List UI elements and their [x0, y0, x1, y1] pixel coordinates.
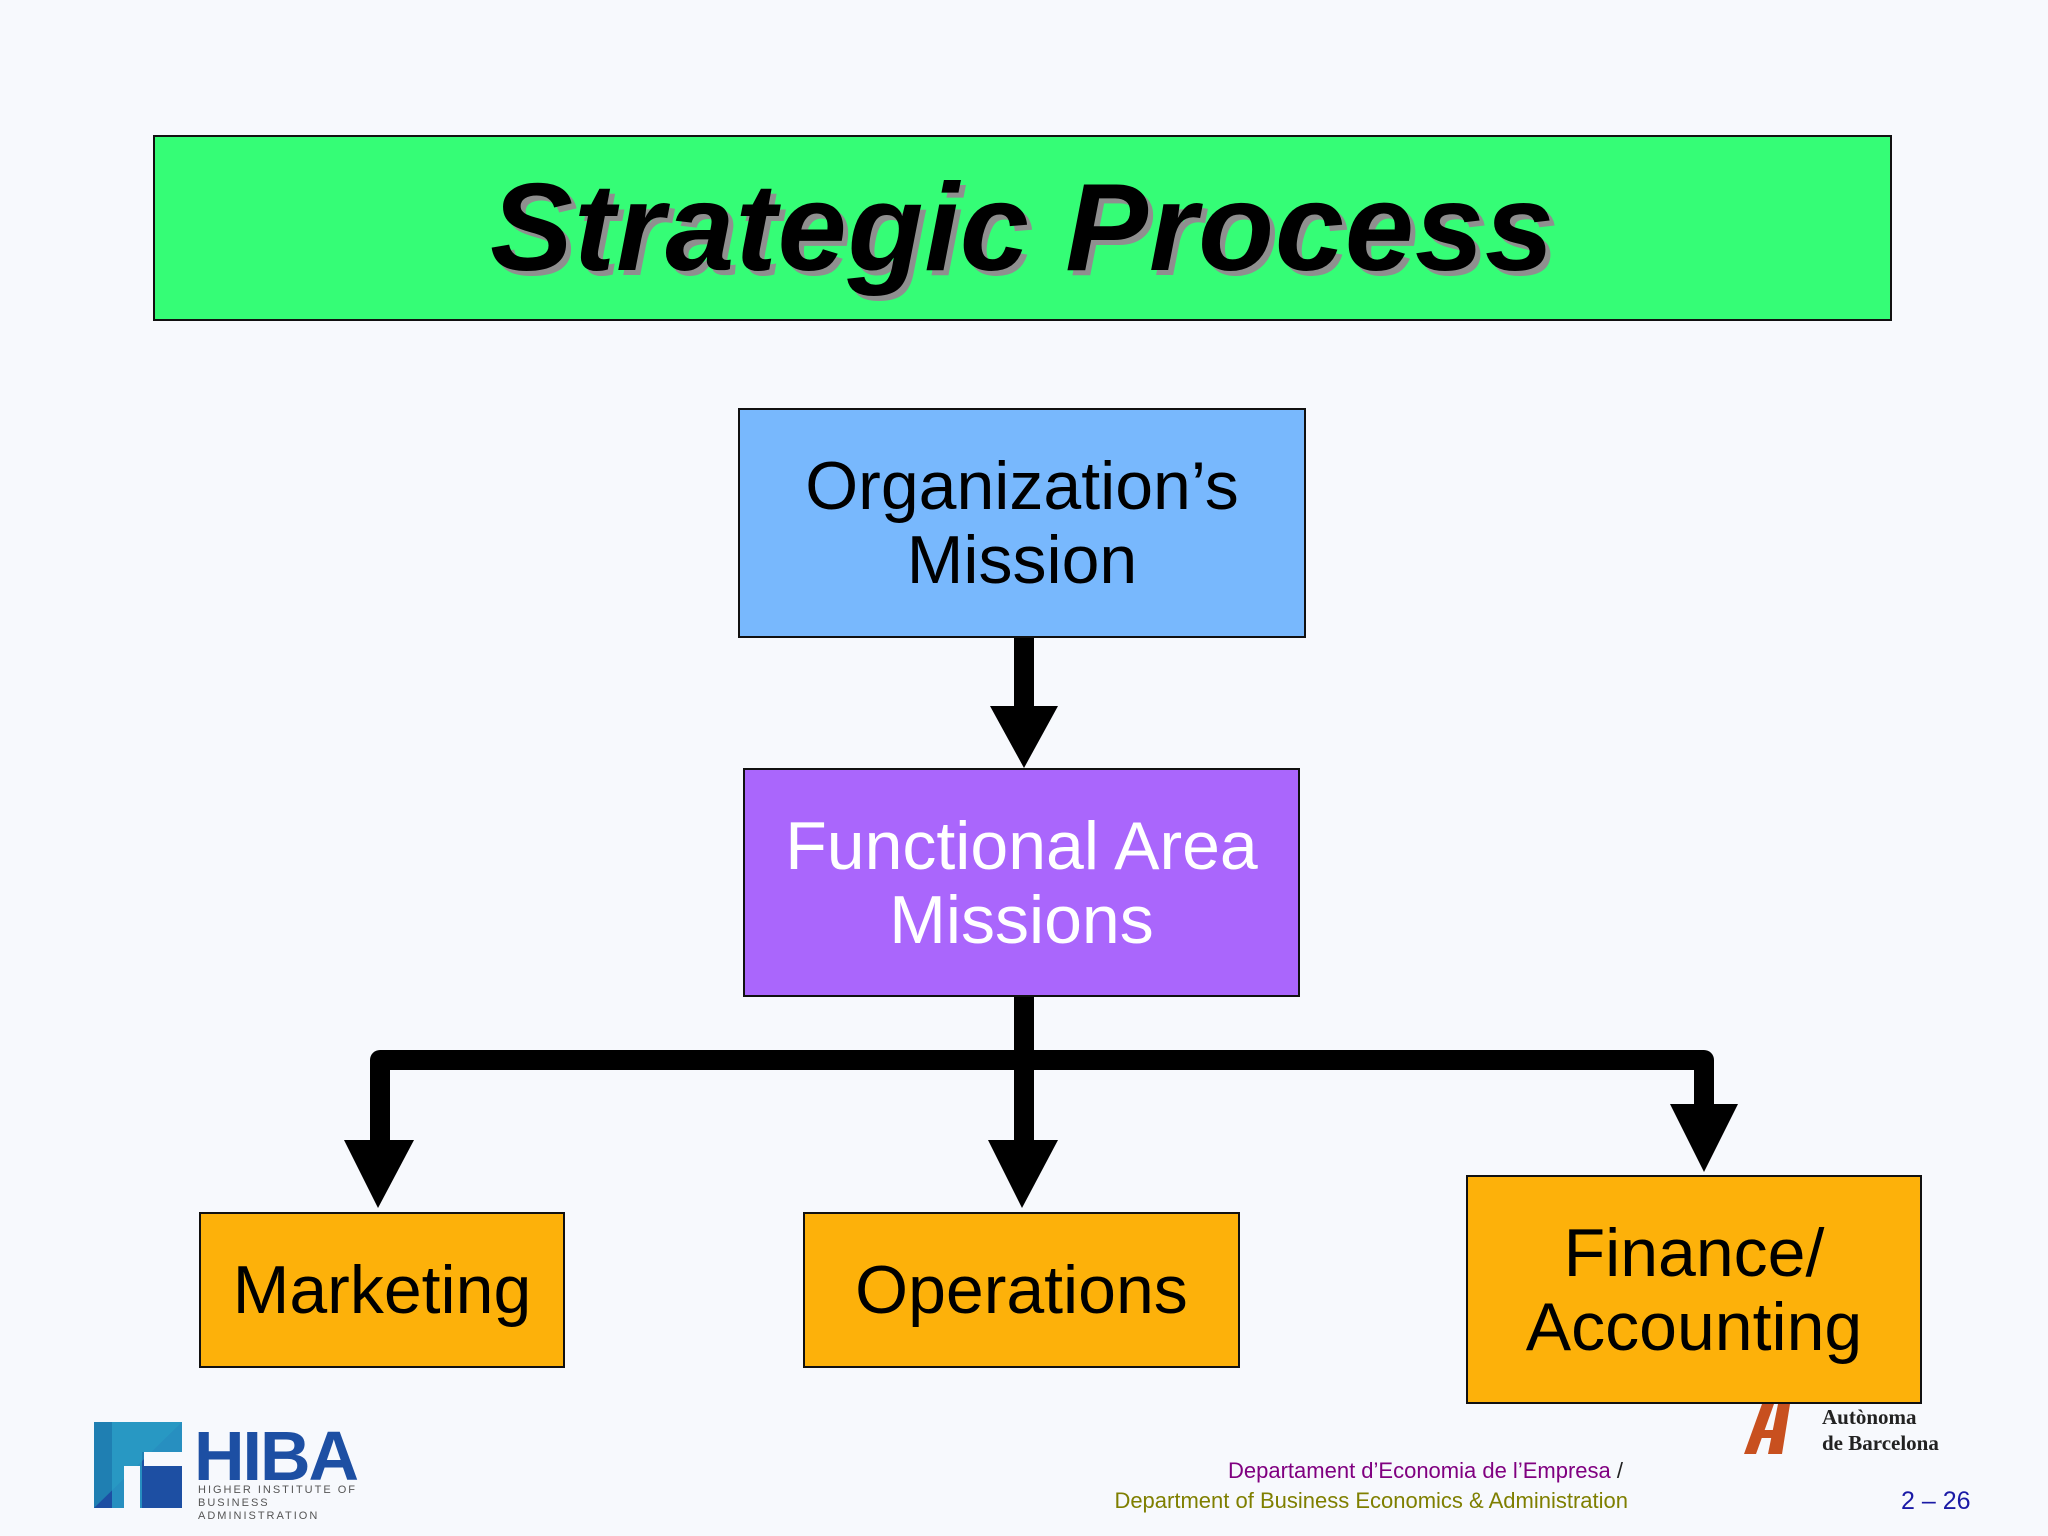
node-operations: Operations: [803, 1212, 1240, 1368]
arrow-branch-bar: [370, 1050, 1714, 1148]
node-finance-accounting: Finance/ Accounting: [1466, 1175, 1922, 1404]
uab-logo-icon: [1744, 1404, 1790, 1454]
arrowhead-functional: [990, 706, 1058, 768]
department-separator: /: [1616, 1458, 1623, 1483]
department-catalan: Departament d’Economia de l’Empresa /: [1228, 1458, 1623, 1484]
hiba-mark-icon: [94, 1422, 182, 1508]
hiba-subtitle: HIGHER INSTITUTE OF BUSINESS ADMINISTRAT…: [198, 1484, 364, 1523]
node-functional-area-missions: Functional Area Missions: [743, 768, 1300, 997]
page-title: Strategic Process: [490, 159, 1555, 297]
title-banner: Strategic Process: [153, 135, 1892, 321]
arrowhead-operations: [988, 1140, 1058, 1208]
uab-text-line: Autònoma: [1822, 1405, 1917, 1429]
node-label-line: Finance/: [1563, 1214, 1825, 1291]
hiba-wordmark: HIBA: [194, 1417, 359, 1495]
node-label-line: Accounting: [1525, 1288, 1863, 1365]
node-label-line: Mission: [906, 522, 1138, 598]
node-label-line: Functional Area: [785, 807, 1258, 884]
uab-text-line: de Barcelona: [1822, 1431, 1939, 1455]
node-label-line: Marketing: [232, 1252, 532, 1328]
arrowhead-marketing: [344, 1140, 414, 1208]
uab-logo-text: Autònoma de Barcelona: [1822, 1404, 1939, 1456]
node-label-line: Operations: [855, 1252, 1188, 1328]
hiba-subtitle-line: HIGHER INSTITUTE OF: [198, 1484, 357, 1496]
arrowhead-finance: [1670, 1104, 1738, 1172]
node-label-line: Organization’s: [805, 448, 1239, 524]
node-marketing: Marketing: [199, 1212, 565, 1368]
node-organization-mission: Organization’s Mission: [738, 408, 1306, 638]
department-catalan-text: Departament d’Economia de l’Empresa: [1228, 1458, 1611, 1483]
hiba-subtitle-line: BUSINESS ADMINISTRATION: [198, 1497, 320, 1522]
department-english: Department of Business Economics & Admin…: [1114, 1488, 1628, 1513]
node-label-line: Missions: [889, 881, 1154, 958]
hiba-logo: HIBA HIGHER INSTITUTE OF BUSINESS ADMINI…: [94, 1417, 364, 1522]
page-number: 2 – 26: [1901, 1487, 1971, 1515]
